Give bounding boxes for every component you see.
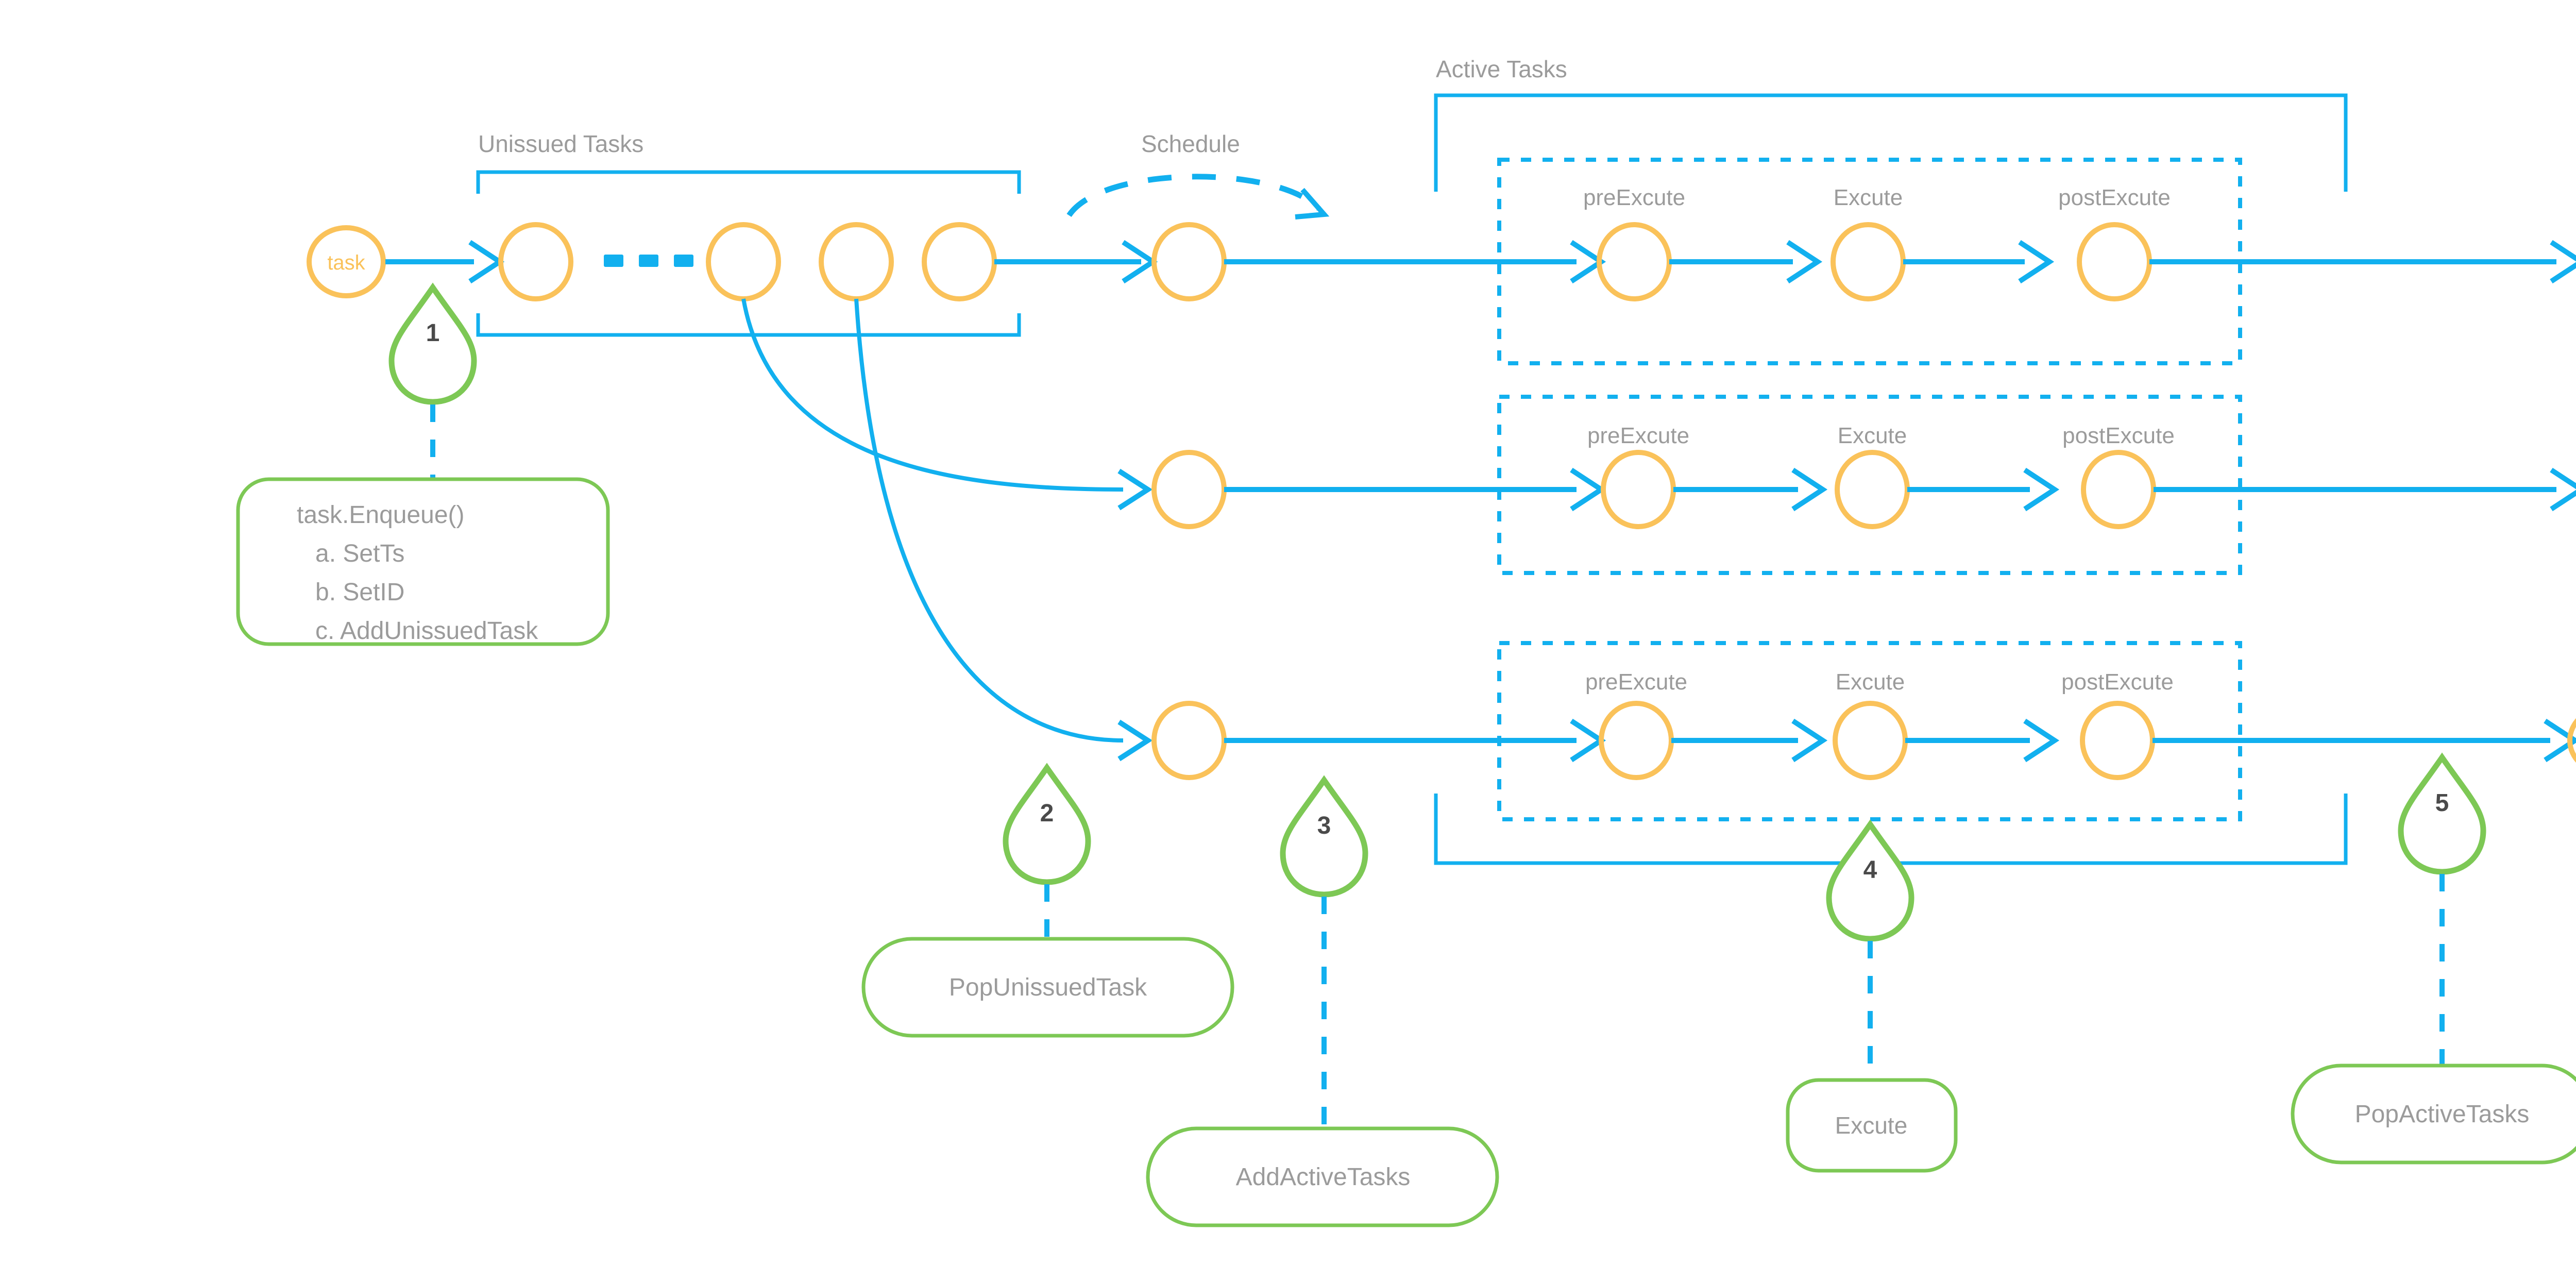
row3-excute-label: Excute bbox=[1836, 669, 1905, 695]
row2-postexcute-node[interactable] bbox=[2081, 450, 2156, 529]
row2-arrowhead-a bbox=[1117, 468, 1153, 511]
schedule-arc bbox=[1066, 174, 1321, 217]
unissued-tasks-label: Unissued Tasks bbox=[478, 130, 643, 157]
marker-2[interactable]: 2 bbox=[1003, 763, 1091, 885]
row3-post-arrowhead bbox=[2023, 718, 2060, 763]
row1-postexcute-label: postExcute bbox=[2058, 185, 2171, 210]
row1-end-arrowhead bbox=[2550, 240, 2576, 284]
row2-post-arrowhead bbox=[2023, 467, 2060, 512]
row3-end-arrowhead bbox=[2544, 718, 2576, 763]
unissued-queue-nodes bbox=[498, 222, 997, 301]
callout-pop-unissued: PopUnissuedTask bbox=[861, 937, 1234, 1038]
row1-post-arrowhead bbox=[2018, 240, 2055, 284]
callout-enqueue: task.Enqueue() a. SetTs b. SetID c. AddU… bbox=[236, 477, 610, 646]
queue-node[interactable] bbox=[922, 222, 997, 301]
queue-to-row2-curve bbox=[741, 298, 1124, 492]
row3-excute-node[interactable] bbox=[1833, 701, 1908, 780]
row3-preexcute-node[interactable] bbox=[1599, 701, 1674, 780]
row2-scheduler-node[interactable] bbox=[1151, 450, 1227, 529]
row3-postexcute-label: postExcute bbox=[2061, 669, 2174, 695]
schedule-arrowhead bbox=[1295, 188, 1330, 220]
row1-preexcute-node[interactable] bbox=[1597, 222, 1672, 301]
task-start-node[interactable]: task bbox=[307, 225, 386, 298]
callout-pop-unissued-label: PopUnissuedTask bbox=[949, 974, 1147, 1001]
callout-excute: Excute bbox=[1786, 1078, 1958, 1173]
row2-excute-label: Excute bbox=[1838, 423, 1907, 448]
row1-postexcute-node[interactable] bbox=[2077, 222, 2152, 301]
pipeline-row-1: preExcute Excute postExcute bbox=[1224, 158, 2576, 365]
marker-4-number: 4 bbox=[1863, 856, 1877, 884]
queue-ellipsis-icon bbox=[604, 255, 693, 267]
row3-completed-node[interactable] bbox=[2567, 707, 2576, 773]
marker-3-number: 3 bbox=[1317, 812, 1331, 839]
callout-excute-label: Excute bbox=[1835, 1112, 1908, 1139]
queue-node[interactable] bbox=[706, 222, 781, 301]
row2-excute-node[interactable] bbox=[1835, 450, 1910, 529]
row3-preexcute-label: preExcute bbox=[1585, 669, 1687, 695]
row1-excute-label: Excute bbox=[1834, 185, 1903, 210]
callout-add-active-label: AddActiveTasks bbox=[1236, 1163, 1411, 1191]
row2-preexcute-label: preExcute bbox=[1587, 423, 1689, 448]
callout-enqueue-line-0: task.Enqueue() bbox=[297, 501, 465, 529]
row3-exec-arrowhead bbox=[1791, 718, 1828, 763]
row3-arrowhead-a bbox=[1117, 719, 1153, 762]
task-node-label: task bbox=[327, 251, 365, 274]
row3-pipeline-boundary bbox=[1497, 641, 2242, 821]
row2-exec-arrowhead bbox=[1791, 467, 1828, 512]
row1-pipeline-boundary bbox=[1497, 158, 2242, 365]
active-tasks-bracket bbox=[1434, 93, 2348, 865]
unissued-tasks-bracket bbox=[476, 170, 1021, 337]
row2-end-arrowhead bbox=[2550, 467, 2576, 512]
callout-pop-active: PopActiveTasks bbox=[2291, 1064, 2576, 1165]
callout-add-active: AddActiveTasks bbox=[1146, 1126, 1499, 1227]
active-tasks-label: Active Tasks bbox=[1436, 56, 1567, 82]
marker-5[interactable]: 5 bbox=[2398, 752, 2486, 875]
pipeline-row-3: preExcute Excute postExcute bbox=[1224, 641, 2576, 821]
marker-3[interactable]: 3 bbox=[1280, 775, 1368, 898]
schedule-label: Schedule bbox=[1141, 130, 1240, 157]
row1-scheduler-node[interactable] bbox=[1151, 222, 1227, 301]
marker-5-number: 5 bbox=[2435, 789, 2449, 817]
callout-enqueue-line-1: a. SetTs bbox=[315, 540, 404, 567]
row1-exec-arrowhead bbox=[1786, 240, 1823, 284]
pipeline-row-2: preExcute Excute postExcute bbox=[1224, 395, 2576, 575]
row2-postexcute-label: postExcute bbox=[2062, 423, 2175, 448]
queue-node[interactable] bbox=[819, 222, 894, 301]
marker-1-number: 1 bbox=[426, 319, 440, 347]
marker-4[interactable]: 4 bbox=[1826, 819, 1914, 942]
queue-node[interactable] bbox=[498, 222, 573, 301]
row1-preexcute-label: preExcute bbox=[1583, 185, 1685, 210]
callout-pop-active-label: PopActiveTasks bbox=[2355, 1101, 2530, 1128]
row1-excute-node[interactable] bbox=[1831, 222, 1906, 301]
row2-pipeline-boundary bbox=[1497, 395, 2242, 575]
task-to-queue-arrowhead bbox=[468, 240, 505, 284]
marker-2-number: 2 bbox=[1040, 800, 1054, 827]
row3-postexcute-node[interactable] bbox=[2080, 701, 2155, 780]
queue-to-row3-curve bbox=[854, 298, 1124, 743]
row3-scheduler-node[interactable] bbox=[1151, 701, 1227, 780]
callout-enqueue-line-3: c. AddUnissuedTask bbox=[315, 617, 538, 645]
callout-enqueue-line-2: b. SetID bbox=[315, 579, 404, 606]
row2-preexcute-node[interactable] bbox=[1601, 450, 1676, 529]
marker-1[interactable]: 1 bbox=[388, 282, 477, 405]
